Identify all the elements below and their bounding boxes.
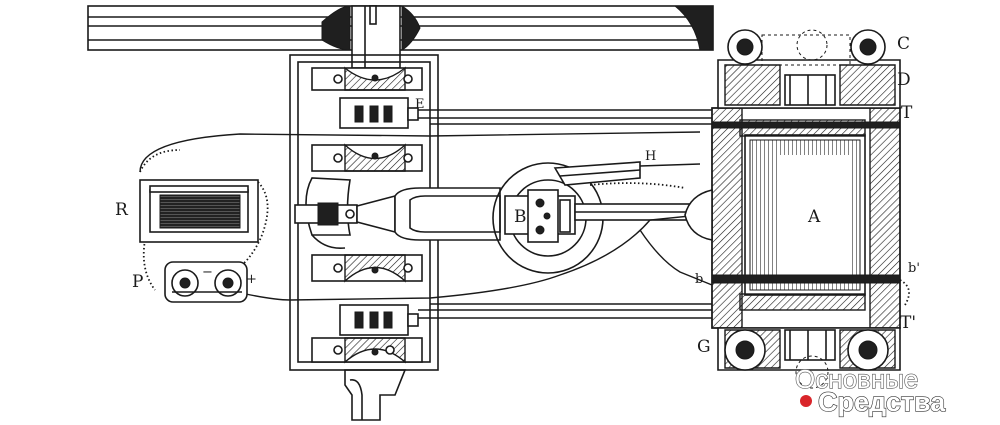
- label-t-prime: T': [900, 313, 916, 333]
- vertical-shaft: [344, 5, 407, 421]
- bracket-h: [553, 161, 701, 189]
- eccentric-lower: [339, 304, 419, 336]
- valve-chest-top: [717, 29, 901, 109]
- watermark-logo: Основные Средства: [794, 363, 946, 417]
- label-e: E: [415, 97, 425, 112]
- watermark-dot: [800, 395, 812, 407]
- valve-chest-bottom: [717, 327, 901, 389]
- bearing-top: [311, 66, 423, 91]
- label-b-small: b: [695, 272, 703, 287]
- resistance-box: [139, 179, 259, 243]
- valve-rods: [418, 109, 725, 319]
- label-c: C: [897, 34, 910, 54]
- label-g: G: [697, 337, 711, 357]
- watermark-line1: Основные: [795, 364, 918, 394]
- cylinder-a: [684, 107, 910, 329]
- label-t: T: [901, 103, 913, 123]
- crosshead-b: [504, 189, 576, 243]
- label-plus: +: [246, 272, 257, 287]
- bearing-bottom: [311, 337, 423, 364]
- bearing-lower: [311, 254, 423, 283]
- label-b: B: [514, 207, 527, 227]
- terminal-block: [164, 261, 248, 303]
- bearing-middle: [311, 143, 423, 172]
- watermark-line2: Средства: [818, 387, 946, 417]
- eccentric-upper: [339, 97, 419, 129]
- label-b-prime: b': [908, 261, 920, 276]
- label-a: A: [807, 207, 821, 227]
- connecting-rod: [294, 187, 501, 241]
- label-d: D: [897, 70, 911, 90]
- label-p: P: [132, 272, 143, 292]
- label-h: H: [645, 149, 656, 164]
- label-minus: −: [202, 265, 213, 280]
- label-r: R: [115, 200, 129, 220]
